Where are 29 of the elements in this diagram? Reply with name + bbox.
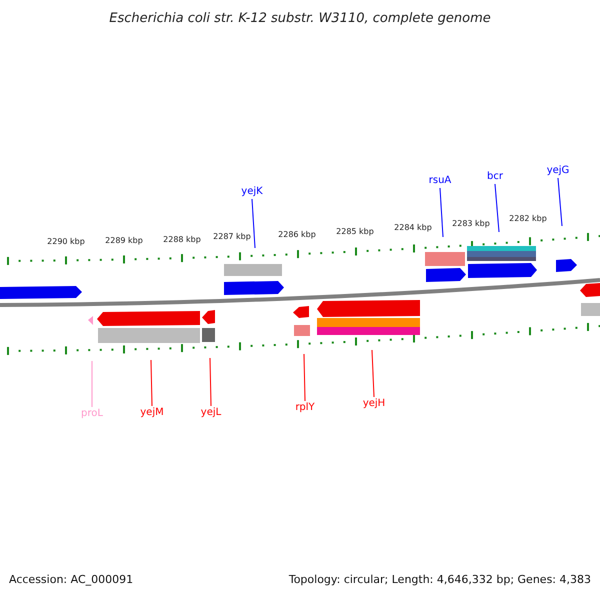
scale-label: 2282 kbp	[509, 215, 547, 223]
scale-label: 2283 kbp	[452, 220, 490, 228]
gene-label: rsuA	[428, 176, 452, 186]
gene-label: rplY	[295, 403, 315, 413]
leader-line	[440, 188, 444, 238]
scale-label: 2285 kbp	[336, 228, 374, 236]
leader-line	[372, 350, 374, 398]
scale-label: 2289 kbp	[105, 237, 143, 245]
genome-summary-text: Topology: circular; Length: 4,646,332 bp; Genes: 4,383	[288, 574, 591, 585]
scale-label: 2284 kbp	[394, 224, 432, 232]
scale-label: 2288 kbp	[163, 236, 201, 244]
leader-line	[252, 198, 256, 248]
accession-text: Accession: AC_000091	[9, 574, 134, 585]
gene-label: yejM	[140, 408, 164, 418]
gene-label: proL	[81, 409, 103, 419]
gene-label: yejG	[546, 166, 570, 176]
gene-label: bcr	[487, 172, 503, 182]
gene-label: yejL	[200, 408, 222, 418]
gene-label: yejK	[241, 187, 263, 197]
leader-line	[304, 354, 306, 402]
scale-label: 2290 kbp	[47, 238, 85, 246]
genome-title: Escherichia coli str. K-12 substr. W3110, complete genome	[108, 10, 492, 28]
leader-line	[558, 178, 562, 226]
scale-label: 2286 kbp	[278, 231, 316, 239]
scale-label: 2287 kbp	[213, 233, 251, 241]
leader-line	[210, 358, 212, 406]
leader-line	[494, 184, 500, 232]
gene-label: yejH	[362, 399, 386, 409]
leader-line	[150, 360, 152, 406]
